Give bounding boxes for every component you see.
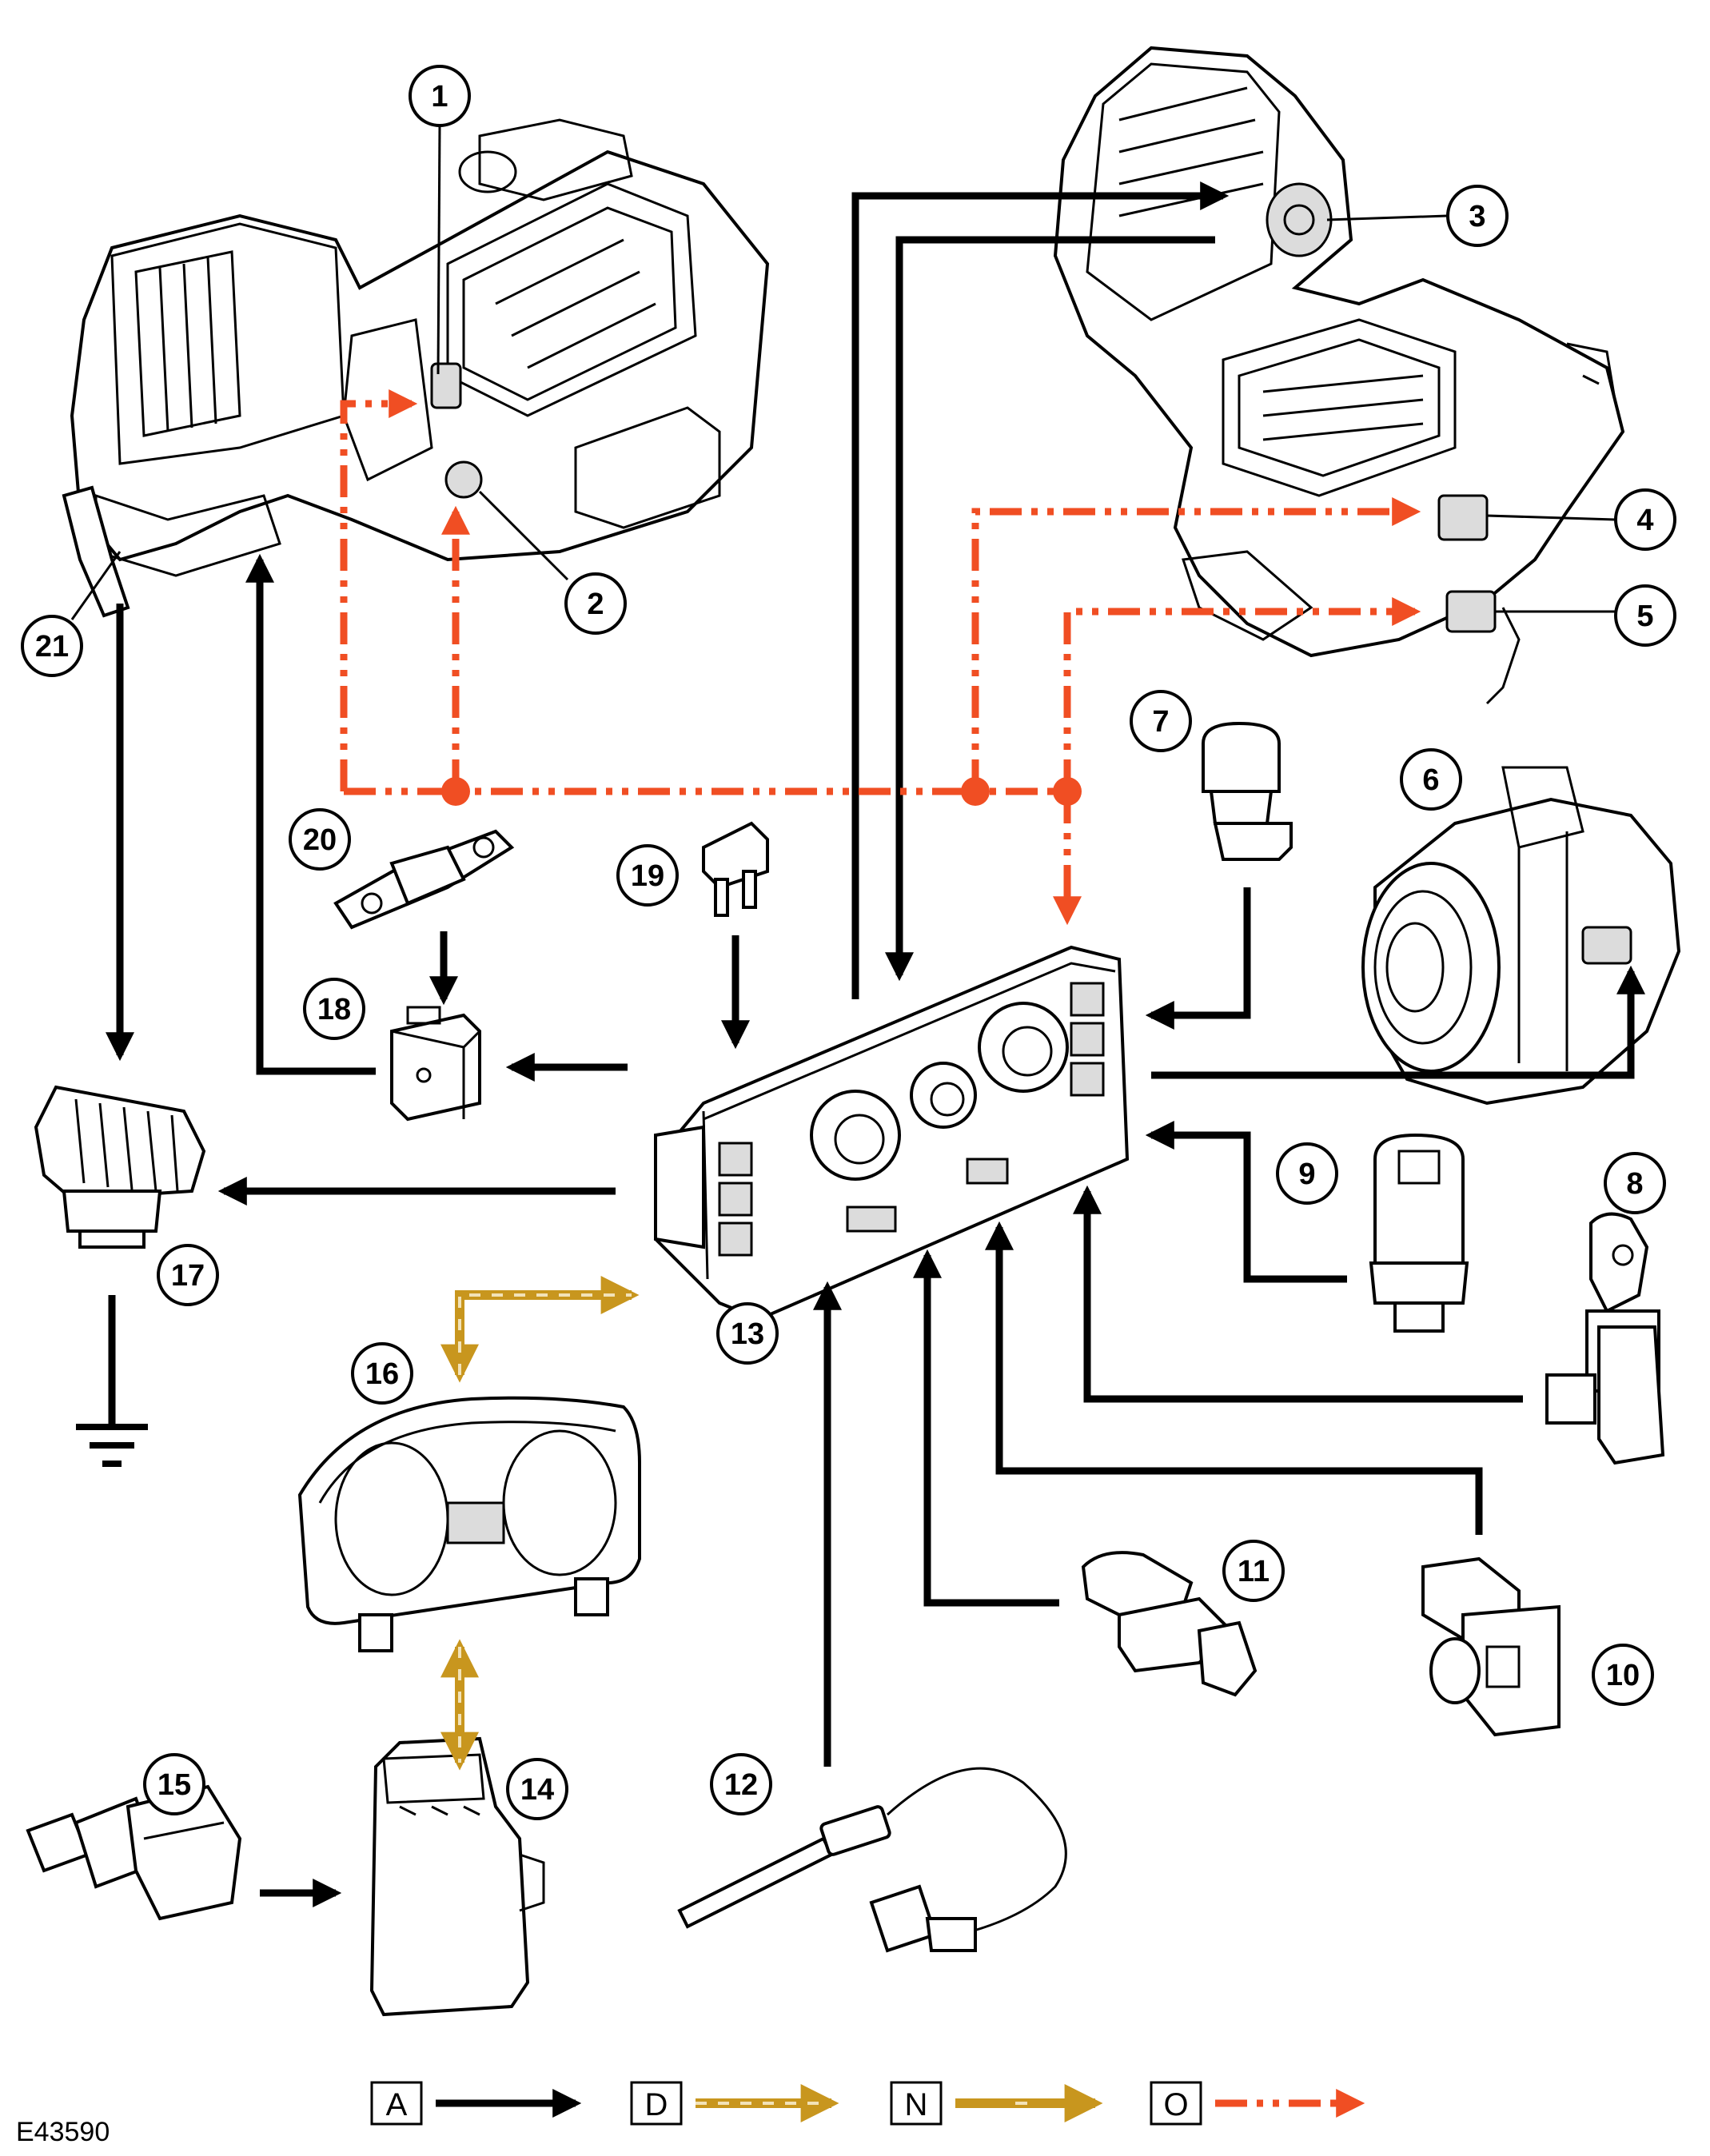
callout-5: 5: [1614, 584, 1676, 647]
svg-text:D: D: [645, 2087, 668, 2122]
wire-sensor-9-to-panel: [1145, 1121, 1347, 1283]
svg-text:20: 20: [303, 823, 337, 857]
callout-9: 9: [1276, 1142, 1338, 1205]
callout-3: 3: [1446, 185, 1509, 247]
svg-text:10: 10: [1606, 1659, 1640, 1692]
svg-text:14: 14: [520, 1773, 554, 1807]
wire-relay-to-blower-21: [245, 553, 376, 1075]
ecm-item-14: [369, 1736, 545, 2017]
svg-text:2: 2: [587, 588, 604, 621]
lin-to-actuator-4: [971, 497, 1421, 791]
can-cluster-to-panel-solid: [440, 1276, 640, 1383]
legend-item-n: N: [890, 2081, 1103, 2126]
wire-sensor-11-to-panel: [913, 1249, 1059, 1607]
svg-text:1: 1: [431, 80, 448, 114]
callout-17: 17: [157, 1244, 219, 1306]
svg-text:A: A: [386, 2087, 408, 2122]
fusible-link-item-20: [333, 829, 515, 930]
svg-text:3: 3: [1469, 200, 1485, 233]
svg-text:7: 7: [1152, 705, 1169, 739]
callout-14: 14: [506, 1758, 568, 1820]
sensor-item-8: [1545, 1212, 1665, 1465]
callout-13: 13: [716, 1302, 779, 1365]
can-cluster-to-panel-dash: [458, 1293, 632, 1375]
lin-to-actuator-5: [1063, 597, 1421, 791]
lin-junction-dot: [441, 777, 470, 806]
control-panel-item-13: [653, 945, 1130, 1321]
legend-item-a: A: [370, 2081, 582, 2126]
svg-text:15: 15: [157, 1768, 191, 1802]
callout-15: 15: [143, 1753, 205, 1815]
sensor-item-7: [1202, 721, 1293, 861]
svg-text:11: 11: [1238, 1555, 1270, 1588]
svg-text:6: 6: [1422, 763, 1439, 797]
lin-junction-dots: [441, 777, 1082, 806]
callout-10: 10: [1592, 1644, 1654, 1706]
svg-text:8: 8: [1626, 1167, 1643, 1201]
lin-to-actuator-1: [340, 389, 418, 791]
callout-11: 11: [1222, 1540, 1285, 1602]
wire-sensor-7-to-panel: [1145, 887, 1251, 1030]
pressure-sensor-item-9: [1369, 1133, 1469, 1333]
svg-text:21: 21: [35, 630, 69, 664]
callout-7: 7: [1130, 690, 1192, 752]
svg-text:16: 16: [365, 1357, 399, 1391]
callout-19: 19: [616, 844, 679, 907]
callout-8: 8: [1604, 1152, 1666, 1214]
callout-2: 2: [564, 572, 627, 635]
wire-actuator-3-to-panel: [885, 236, 1215, 982]
fuse-item-19: [702, 821, 769, 917]
sensor-item-11: [1081, 1551, 1258, 1697]
sensor-item-15: [26, 1784, 242, 1921]
callout-16: 16: [351, 1342, 413, 1405]
svg-text:12: 12: [724, 1768, 758, 1802]
relay-item-18: [390, 1006, 481, 1122]
legend: A D N O: [370, 2081, 1365, 2126]
callout-circles: 1 2 3 4 5 6 7 8 9 10 11 12 13 14 15 16 1…: [21, 65, 1676, 1820]
svg-text:O: O: [1163, 2087, 1188, 2122]
callout-4: 4: [1614, 488, 1676, 551]
callout-12: 12: [710, 1753, 772, 1815]
wire-sensor-10-to-panel: [985, 1221, 1483, 1535]
hardwired-connections: [106, 181, 1645, 1907]
diagram-reference: E43590: [16, 2117, 110, 2147]
wire-panel-to-compressor-6: [1151, 965, 1645, 1079]
lin-junction-dot: [961, 777, 990, 806]
can-bus-connections: [440, 1276, 640, 1771]
callout-18: 18: [303, 978, 365, 1040]
wire-panel-to-actuator-3-a: [851, 181, 1230, 999]
legend-item-o: O: [1150, 2081, 1365, 2126]
callout-21: 21: [21, 615, 83, 677]
svg-text:9: 9: [1298, 1158, 1315, 1191]
instrument-cluster-item-16: [297, 1396, 641, 1652]
callout-20: 20: [289, 808, 351, 871]
heater-assembly-right: [1053, 46, 1625, 705]
svg-text:N: N: [905, 2087, 928, 2122]
ground-symbol: [76, 1295, 148, 1467]
blower-motor-item-17: [34, 1085, 206, 1249]
svg-text:4: 4: [1636, 504, 1653, 537]
svg-text:19: 19: [631, 859, 664, 893]
svg-text:18: 18: [317, 993, 351, 1026]
sensor-item-12: [677, 1767, 1067, 1953]
sensor-item-10: [1421, 1556, 1561, 1737]
svg-text:17: 17: [171, 1259, 205, 1293]
svg-text:13: 13: [731, 1317, 764, 1351]
ac-compressor-item-6: [1361, 766, 1681, 1106]
wire-sensor-8-to-panel: [1073, 1185, 1523, 1403]
callout-leaders: [70, 125, 1616, 620]
callout-6: 6: [1400, 748, 1462, 811]
heater-assembly-left: [62, 118, 770, 618]
lin-junction-dot: [1053, 777, 1082, 806]
callout-1: 1: [409, 65, 471, 127]
svg-text:5: 5: [1636, 600, 1653, 633]
legend-item-d: D: [630, 2081, 839, 2126]
